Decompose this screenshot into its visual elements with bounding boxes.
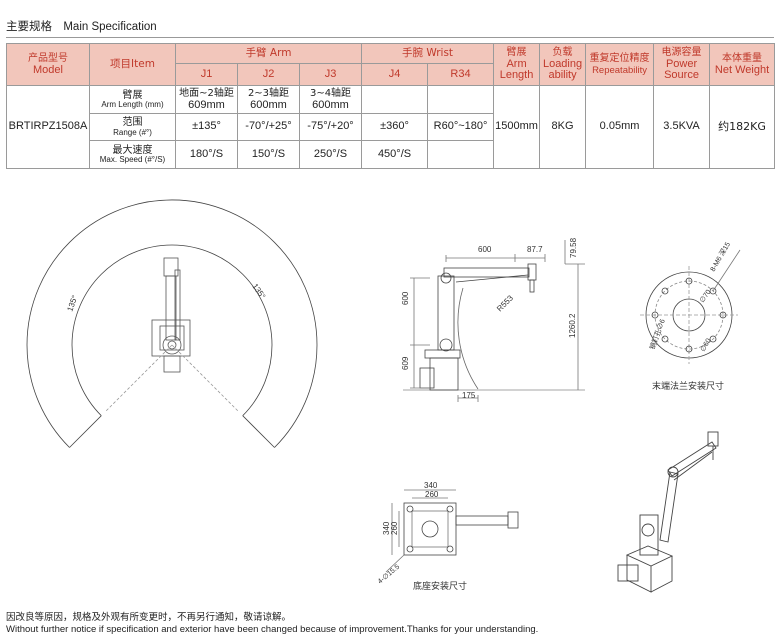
col-r34: R34: [427, 63, 495, 86]
range-label-right: 135°: [250, 282, 267, 301]
dim-600: 600: [478, 245, 492, 254]
base-hole-label: 4-∅15.5: [377, 563, 401, 585]
section-title-cn: 主要规格: [6, 19, 52, 33]
cell: 450°/S: [361, 140, 429, 169]
dim-600-vertical: 600: [401, 291, 410, 305]
robot-isometric-illustration: [617, 431, 719, 593]
side-view-drawing: [403, 240, 585, 402]
range-label-left: 135°: [65, 294, 79, 313]
dim-609: 609: [401, 356, 410, 370]
cell: -75°/+20°: [298, 113, 363, 141]
col-wrist: 手腕 Wrist: [361, 43, 495, 64]
base-drawing: [385, 489, 519, 573]
flange-diameter-label: ∅60: [700, 337, 713, 353]
footer-note-en: Without further notice if specification …: [6, 624, 539, 635]
dim-r553: R553: [495, 293, 515, 313]
cell: [427, 85, 495, 114]
flange-pcd-label: ∅70: [699, 289, 713, 304]
cell: 250°/S: [298, 140, 363, 169]
base-height-340: 340: [382, 521, 391, 535]
dim-87-7: 87.7: [527, 245, 543, 254]
header-divider: [6, 37, 774, 38]
cell: [361, 85, 429, 114]
flange-caption: 末端法兰安装尺寸: [652, 382, 725, 392]
flange-drawing: [640, 249, 741, 364]
working-range-drawing: [26, 199, 318, 448]
cell-model: BRTIRPZ1508A: [6, 85, 90, 169]
col-j1: J1: [175, 63, 238, 86]
col-item: 项目Item: [89, 43, 176, 86]
col-j3: J3: [298, 63, 363, 86]
cell: ±135°: [175, 113, 238, 141]
section-header: 主要规格 Main Specification: [6, 18, 157, 34]
cell: [427, 140, 495, 169]
base-width-340: 340: [424, 481, 438, 490]
dim-175: 175: [462, 391, 476, 400]
base-height-260: 260: [390, 521, 399, 535]
dim-79-58: 79.58: [569, 237, 578, 258]
base-caption: 底座安装尺寸: [413, 582, 468, 592]
dim-1260-2: 1260.2: [568, 313, 577, 338]
cell: ±360°: [361, 113, 429, 141]
footer-note-cn: 因改良等原因，规格及外观有所变更时，不再另行通知，敬请谅解。: [6, 612, 292, 623]
cell-weight: 约182KG: [709, 85, 776, 169]
base-width-260: 260: [425, 490, 439, 499]
section-title-en: Main Specification: [63, 21, 157, 33]
